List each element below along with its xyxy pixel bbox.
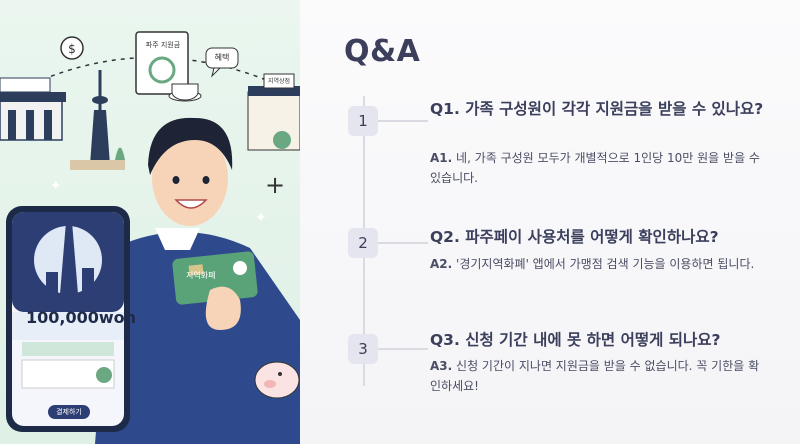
card-label: 지역화폐 xyxy=(186,271,216,280)
answer-text: A2. '경기지역화폐' 앱에서 가맹점 검색 기능을 이용하면 됩니다. xyxy=(430,254,770,274)
piggy-bank-icon xyxy=(254,361,300,399)
svg-text:✦: ✦ xyxy=(255,210,267,226)
step-number-badge: 1 xyxy=(348,106,378,136)
answer-body: 신청 기간이 지나면 지원금을 받을 수 없습니다. 꼭 기한을 확인하세요! xyxy=(430,359,760,393)
page-title: Q&A xyxy=(344,34,421,69)
question-text: Q2. 파주페이 사용처를 어떻게 확인하나요? xyxy=(430,228,719,246)
qa-panel: Q&A 1 Q1. 가족 구성원이 각각 지원금을 받을 수 있나요? A1. … xyxy=(300,0,800,444)
answer-text: A3. 신청 기간이 지나면 지원금을 받을 수 없습니다. 꼭 기한을 확인하… xyxy=(430,356,770,396)
question-text: Q1. 가족 구성원이 각각 지원금을 받을 수 있나요? xyxy=(430,100,764,118)
step-number-badge: 3 xyxy=(348,334,378,364)
answer-prefix: A2. xyxy=(430,257,453,271)
answer-prefix: A3. xyxy=(430,359,453,373)
svg-text:✦: ✦ xyxy=(50,178,62,194)
phone-illustration xyxy=(6,206,130,432)
store-icon xyxy=(247,73,300,151)
speech-bubble-text: 혜택 xyxy=(214,53,230,62)
money-bag-icon: $ xyxy=(60,36,84,60)
answer-body: 네, 가족 구성원 모두가 개별적으로 1인당 10만 원을 받을 수 있습니다… xyxy=(430,151,760,185)
svg-text:$: $ xyxy=(68,42,76,56)
coffee-cup-icon xyxy=(168,83,202,102)
phone-pay-button: 결제하기 xyxy=(56,408,82,416)
tower-icon xyxy=(70,70,125,170)
building-icon xyxy=(0,77,66,141)
phone-amount: 100,000won xyxy=(26,308,137,327)
question-text: Q3. 신청 기간 내에 못 하면 어떻게 되나요? xyxy=(430,331,721,349)
hero-illustration: $ + ✦ ✦ xyxy=(0,0,300,444)
store-sign-text: 지역상점 xyxy=(267,78,291,85)
sign-board-icon xyxy=(135,31,189,95)
answer-body: '경기지역화폐' 앱에서 가맹점 검색 기능을 이용하면 됩니다. xyxy=(456,257,755,271)
speech-bubble-icon xyxy=(205,47,239,78)
sign-board-text: 파주 지원금 xyxy=(145,41,181,49)
svg-text:+: + xyxy=(265,171,285,199)
connector-line xyxy=(378,242,428,244)
connector-line xyxy=(378,348,428,350)
answer-prefix: A1. xyxy=(430,151,453,165)
person-illustration xyxy=(95,117,300,444)
step-number-badge: 2 xyxy=(348,228,378,258)
answer-text: A1. 네, 가족 구성원 모두가 개별적으로 1인당 10만 원을 받을 수 … xyxy=(430,148,770,188)
connector-line xyxy=(378,120,428,122)
